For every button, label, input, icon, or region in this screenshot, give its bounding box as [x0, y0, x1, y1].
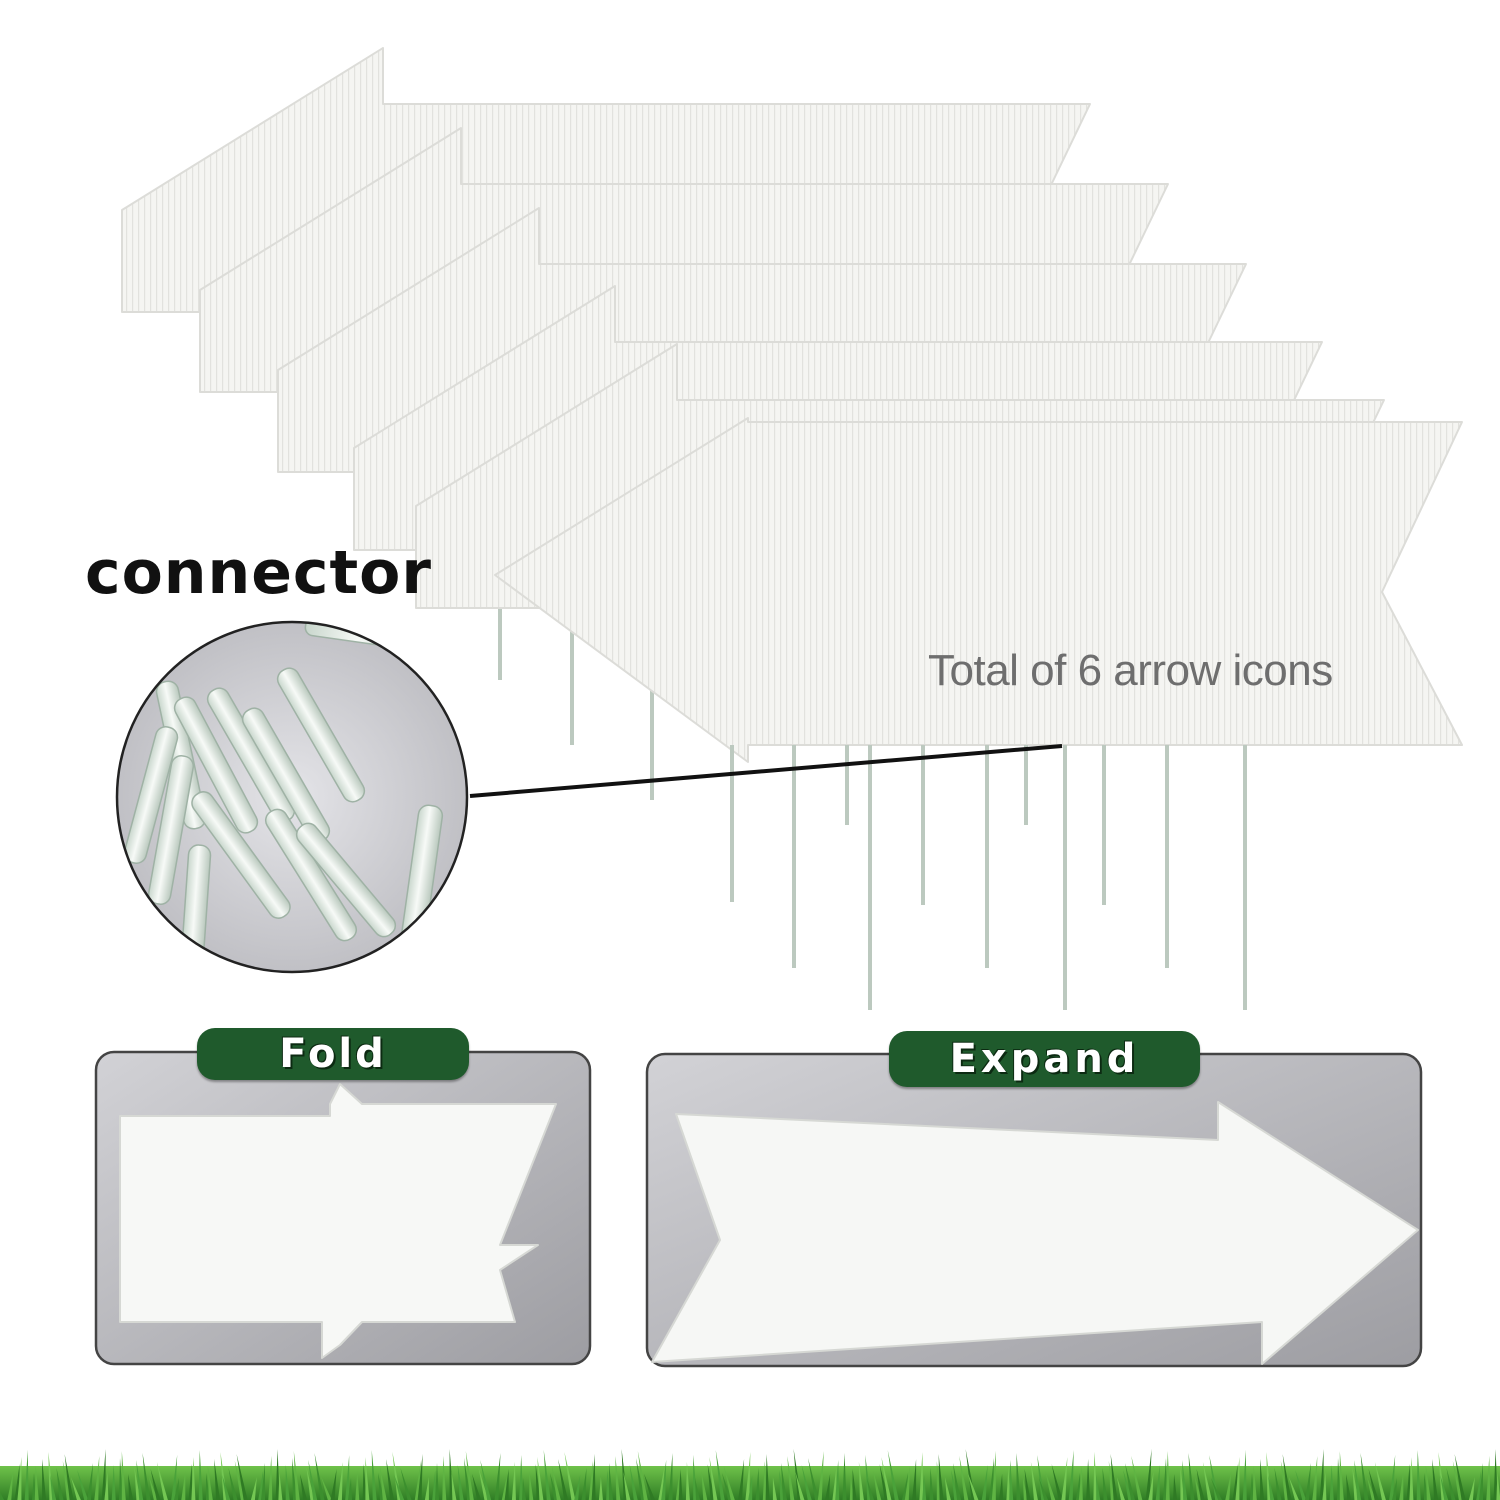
arrow-signs: [121, 47, 1463, 763]
front-stakes: [730, 745, 1247, 1010]
arrow-sign-icon: [494, 417, 1463, 763]
connector-closeup: [115, 620, 469, 974]
fold-badge: Fold: [197, 1028, 469, 1080]
expand-badge: Expand: [889, 1031, 1200, 1087]
connector-pointer-line: [469, 744, 1063, 798]
total-count-text: Total of 6 arrow icons: [928, 646, 1333, 695]
fold-photo: [94, 1050, 592, 1366]
grass-border-icon: [0, 1449, 1500, 1500]
expanded-arrow-sign-icon: [651, 1101, 1419, 1365]
expand-photo: [645, 1052, 1423, 1368]
connector-label: connector: [85, 538, 432, 608]
folded-arrow-sign-icon: [119, 1083, 557, 1359]
